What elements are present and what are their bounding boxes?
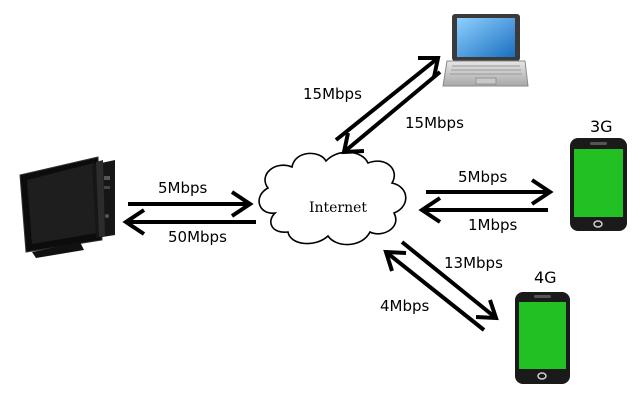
phone-4g-download-label: 13Mbps <box>444 254 503 272</box>
desktop-link-arrows <box>122 190 256 236</box>
arrow-internet-to-desktop <box>122 208 256 236</box>
laptop-upload-label: 15Mbps <box>303 85 362 103</box>
internet-cloud: Internet <box>258 151 407 246</box>
desktop-computer-icon <box>19 156 115 258</box>
laptop-download-label: 15Mbps <box>405 114 464 132</box>
phone-3g-upload-label: 1Mbps <box>468 216 518 234</box>
phone-3g-download-label: 5Mbps <box>458 168 508 186</box>
arrow-laptop-to-internet <box>341 70 442 155</box>
arrow-phone-4g-to-internet <box>383 249 486 332</box>
desktop-upload-label: 5Mbps <box>158 179 208 197</box>
laptop-icon <box>442 14 529 87</box>
arrow-internet-to-phone-3g <box>426 178 554 206</box>
phone-4g-upload-label: 4Mbps <box>380 297 430 315</box>
arrow-internet-to-laptop <box>334 56 441 142</box>
desktop-download-label: 50Mbps <box>168 228 227 246</box>
arrow-phone-3g-to-internet <box>418 196 548 224</box>
phone-4g-label: 4G <box>534 268 557 287</box>
phone-3g-label: 3G <box>590 117 613 136</box>
smartphone-4g-icon <box>515 292 570 384</box>
phone-4g-link-arrows <box>383 240 499 332</box>
laptop-link-arrows <box>334 56 442 155</box>
internet-label: Internet <box>309 200 367 216</box>
smartphone-3g-icon <box>570 138 627 231</box>
arrow-internet-to-phone-4g <box>400 240 499 321</box>
arrow-desktop-to-internet <box>128 190 254 218</box>
phone-3g-link-arrows <box>418 178 554 224</box>
